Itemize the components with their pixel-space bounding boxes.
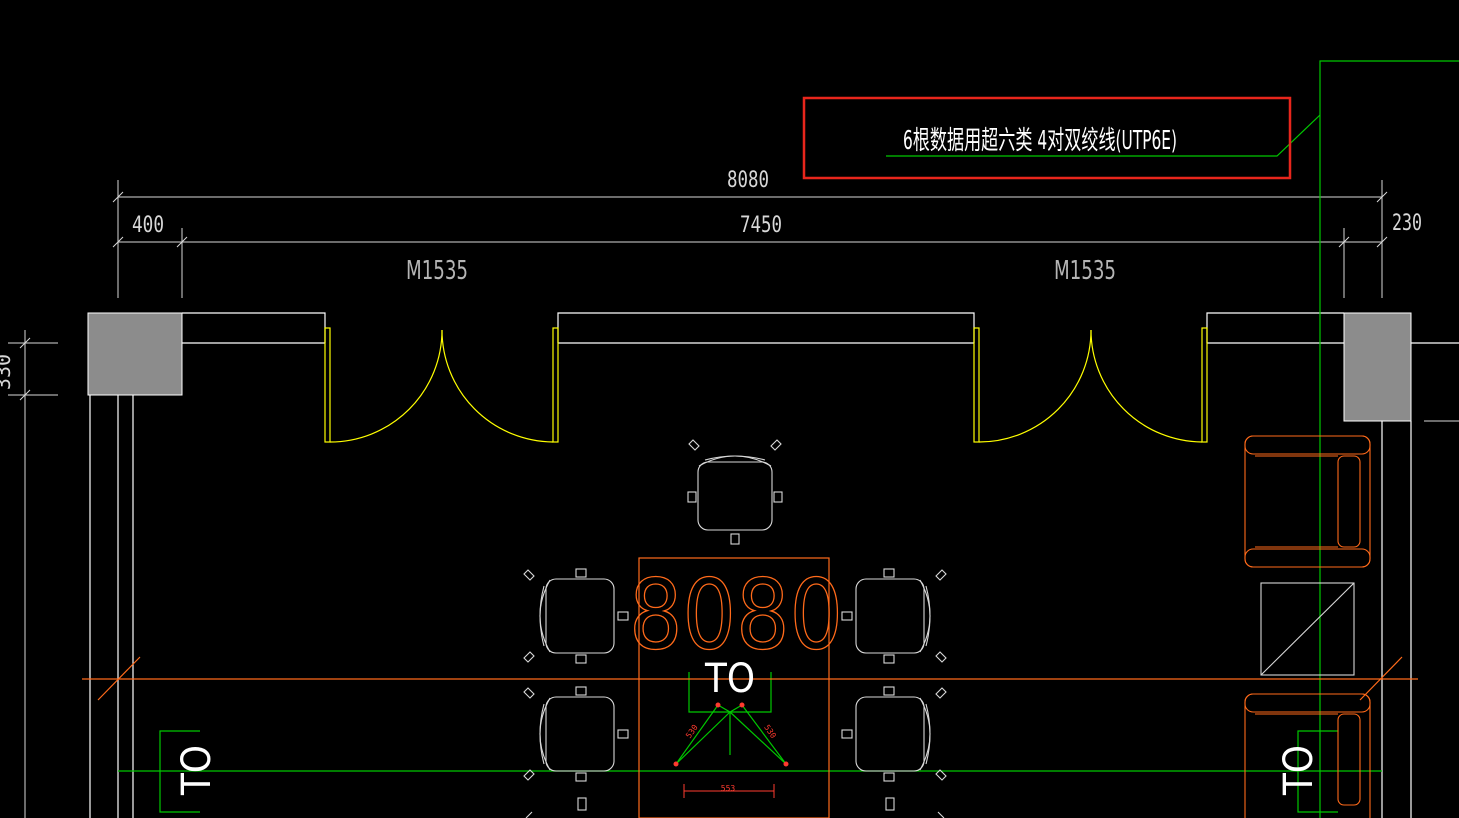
small-dim-bottom: 553 — [721, 784, 736, 793]
office-chair-right-2 — [841, 686, 947, 782]
column-left — [87, 312, 183, 396]
dim-right: 230 — [1392, 211, 1422, 236]
door-left — [324, 327, 559, 443]
small-dim-left: 530 — [684, 723, 700, 740]
callout-text: 6根数据用超六类 4对双绞线(UTP6E) — [903, 126, 1177, 156]
door-label-right: M1535 — [1054, 256, 1116, 286]
axis-lines — [82, 656, 1418, 701]
armchair-upper — [1244, 435, 1371, 568]
callout-highlight-box[interactable] — [802, 96, 1292, 180]
table-label: 8080 — [629, 559, 843, 671]
small-dim-right: 530 — [762, 723, 778, 740]
outlet-label-left: TO — [174, 745, 220, 796]
office-chair-left-1 — [523, 568, 629, 664]
conference-table — [638, 557, 830, 818]
outlet-dimension-marks — [673, 702, 789, 798]
side-cabinet — [1260, 582, 1355, 676]
office-chair-left-2 — [523, 686, 629, 782]
office-chair-top — [687, 439, 783, 545]
door-right — [973, 327, 1208, 443]
dimension-lines — [8, 180, 1459, 818]
armchair-lower — [1244, 693, 1371, 818]
outlet-label-center: TO — [704, 656, 755, 702]
dim-overall: 8080 — [727, 168, 769, 193]
office-chair-right-3-partial — [885, 797, 945, 818]
dim-middle: 7450 — [740, 213, 782, 238]
door-label-left: M1535 — [406, 256, 468, 286]
outlet-label-right: TO — [1276, 745, 1322, 796]
dim-left-vertical: 330 — [0, 354, 15, 390]
office-chair-left-3-partial — [525, 797, 587, 818]
network-cable-lines — [118, 60, 1459, 818]
dim-left: 400 — [132, 213, 164, 238]
office-chair-right-1 — [841, 568, 947, 664]
column-right — [1343, 312, 1412, 422]
